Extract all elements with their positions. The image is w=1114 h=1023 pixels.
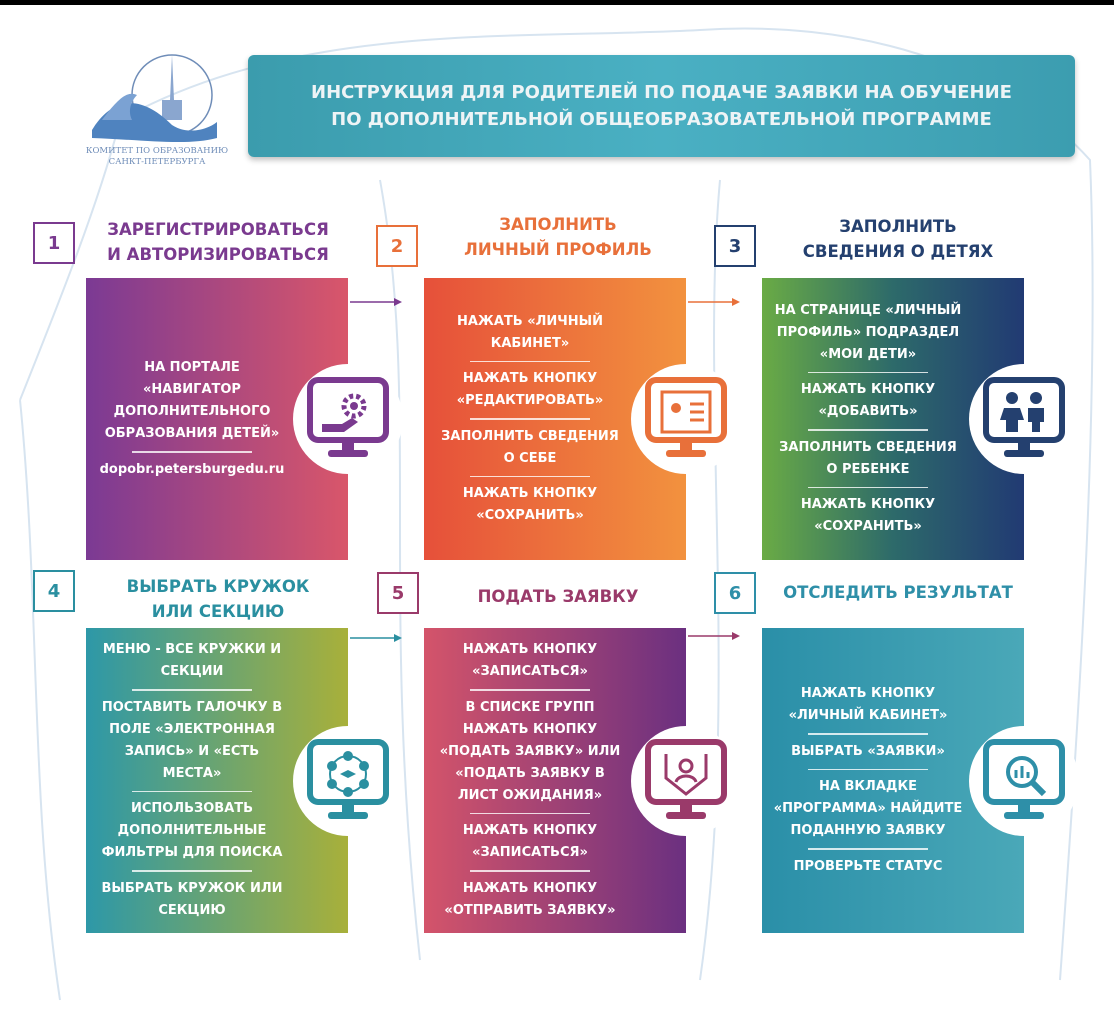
step-instruction: ПОСТАВИТЬ ГАЛОЧКУ В ПОЛЕ «ЭЛЕКТРОННАЯ ЗА… (101, 699, 283, 781)
step-instruction: НАЖАТЬ КНОПКУ «РЕДАКТИРОВАТЬ» (456, 371, 604, 409)
step-number-1: 1 (33, 222, 75, 264)
step-title-line: ЗАПОЛНИТЬ (499, 215, 617, 234)
step-title-line: ВЫБРАТЬ КРУЖОК (126, 577, 310, 596)
step-instruction: ВЫБРАТЬ КРУЖОК ИЛИ СЕКЦИЮ (101, 880, 283, 918)
step-title-line: ЗАПОЛНИТЬ (839, 217, 957, 236)
divider (808, 371, 928, 374)
step-instruction: В СПИСКЕ ГРУПП НАЖАТЬ КНОПКУ «ПОДАТЬ ЗАЯ… (439, 699, 621, 803)
step-number-5: 5 (377, 572, 419, 614)
divider (808, 848, 928, 850)
step-instruction: НАЖАТЬ КНОПКУ «ЛИЧНЫЙ КАБИНЕТ» (788, 686, 948, 724)
divider (808, 429, 928, 431)
step-number-4: 4 (33, 570, 75, 612)
step-instruction: НА СТРАНИЦЕ «ЛИЧНЫЙ ПРОФИЛЬ» ПОДРАЗДЕЛ «… (774, 302, 962, 362)
divider (808, 733, 928, 735)
divider (470, 475, 590, 478)
logo-text-1: КОМИТЕТ ПО ОБРАЗОВАНИЮ (85, 146, 229, 156)
step-instruction: НАЖАТЬ КНОПКУ «ДОБАВИТЬ» (800, 382, 936, 420)
hand-gear-icon (307, 377, 389, 457)
title-line-2: ПО ДОПОЛНИТЕЛЬНОЙ ОБЩЕОБРАЗОВАТЕЛЬНОЙ ПР… (331, 109, 992, 130)
step-card-1: НА ПОРТАЛЕ «НАВИГАТОР ДОПОЛНИТЕЛЬНОГО ОБ… (86, 278, 348, 560)
step-title-1: ЗАРЕГИСТРИРОВАТЬСЯ И АВТОРИЗИРОВАТЬСЯ (88, 217, 348, 267)
divider (470, 418, 590, 420)
step-instruction: ЗАПОЛНИТЬ СВЕДЕНИЯ О РЕБЕНКЕ (779, 439, 957, 477)
step-title-line: И АВТОРИЗИРОВАТЬСЯ (107, 245, 329, 264)
divider (132, 870, 252, 872)
divider (132, 790, 252, 793)
title-line-1: ИНСТРУКЦИЯ ДЛЯ РОДИТЕЛЕЙ ПО ПОДАЧЕ ЗАЯВК… (311, 82, 1012, 103)
page-title: ИНСТРУКЦИЯ ДЛЯ РОДИТЕЛЕЙ ПО ПОДАЧЕ ЗАЯВК… (248, 55, 1075, 157)
step-title-line: ЗАРЕГИСТРИРОВАТЬСЯ (107, 220, 329, 239)
step-number-3: 3 (714, 225, 756, 267)
education-network-icon (307, 738, 389, 819)
divider (470, 870, 590, 872)
step-instruction: МЕНЮ - ВСЕ КРУЖКИ И СЕКЦИИ (102, 642, 282, 680)
step-instruction: НАЖАТЬ «ЛИЧНЫЙ КАБИНЕТ» (456, 313, 604, 351)
step-instruction: НАЖАТЬ КНОПКУ «СОХРАНИТЬ» (800, 497, 936, 535)
step-instruction: НАЖАТЬ КНОПКУ «ЗАПИСАТЬСЯ» (462, 642, 598, 680)
step-instruction: НА ПОРТАЛЕ «НАВИГАТОР ДОПОЛНИТЕЛЬНОГО ОБ… (104, 360, 280, 442)
step-instruction: НАЖАТЬ КНОПКУ «ОТПРАВИТЬ ЗАЯВКУ» (444, 880, 616, 918)
step-instruction: НАЖАТЬ КНОПКУ «ЗАПИСАТЬСЯ» (462, 823, 598, 861)
step-instruction: ПРОВЕРЬТЕ СТАТУС (793, 858, 943, 874)
step-title-6: ОТСЛЕДИТЬ РЕЗУЛЬТАТ (768, 580, 1028, 605)
profile-form-icon (645, 377, 727, 457)
divider (808, 486, 928, 489)
step-instruction: ИСПОЛЬЗОВАТЬ ДОПОЛНИТЕЛЬНЫЕ ФИЛЬТРЫ ДЛЯ … (101, 801, 283, 861)
step-title-line: ПОДАТЬ ЗАЯВКУ (477, 587, 639, 606)
divider (132, 451, 252, 453)
step-instruction: НА ВКЛАДКЕ «ПРОГРАММА» НАЙДИТЕ ПОДАННУЮ … (773, 779, 963, 839)
children-icon (983, 377, 1065, 457)
step-title-5: ПОДАТЬ ЗАЯВКУ (428, 584, 688, 609)
step-number-6: 6 (714, 572, 756, 614)
divider (470, 812, 590, 815)
divider (808, 768, 928, 771)
step-title-4: ВЫБРАТЬ КРУЖОК ИЛИ СЕКЦИЮ (88, 574, 348, 624)
step-card-4: МЕНЮ - ВСЕ КРУЖКИ И СЕКЦИИ ПОСТАВИТЬ ГАЛО… (86, 628, 348, 933)
step-title-2: ЗАПОЛНИТЬ ЛИЧНЫЙ ПРОФИЛЬ (428, 212, 688, 262)
step-instruction: ВЫБРАТЬ «ЗАЯВКИ» (791, 743, 945, 759)
step-title-line: СВЕДЕНИЯ О ДЕТЯХ (802, 242, 994, 261)
step-title-line: ИЛИ СЕКЦИЮ (151, 602, 285, 621)
step-instruction: ЗАПОЛНИТЬ СВЕДЕНИЯ О СЕБЕ (441, 428, 619, 466)
arrow-right-icon (688, 632, 740, 640)
step-title-line: ОТСЛЕДИТЬ РЕЗУЛЬТАТ (783, 583, 1013, 602)
divider (470, 360, 590, 363)
step-instruction: НАЖАТЬ КНОПКУ «СОХРАНИТЬ» (462, 486, 598, 524)
top-bar (0, 0, 1114, 5)
step-number-2: 2 (376, 225, 418, 267)
search-chart-icon (983, 738, 1065, 819)
divider (470, 689, 590, 691)
logo-text-2: САНКТ-ПЕТЕРБУРГА (108, 157, 206, 167)
arrow-right-icon (350, 298, 402, 306)
arrow-right-icon (350, 634, 402, 642)
divider (132, 689, 252, 691)
step-instruction: dopobr.petersburgedu.ru (99, 461, 285, 477)
logo: КОМИТЕТ ПО ОБРАЗОВАНИЮ САНКТ-ПЕТЕРБУРГА (62, 50, 252, 175)
step-title-line: ЛИЧНЫЙ ПРОФИЛЬ (464, 240, 652, 259)
submit-application-icon (645, 738, 727, 819)
step-title-3: ЗАПОЛНИТЬ СВЕДЕНИЯ О ДЕТЯХ (768, 214, 1028, 264)
arrow-right-icon (688, 298, 740, 306)
